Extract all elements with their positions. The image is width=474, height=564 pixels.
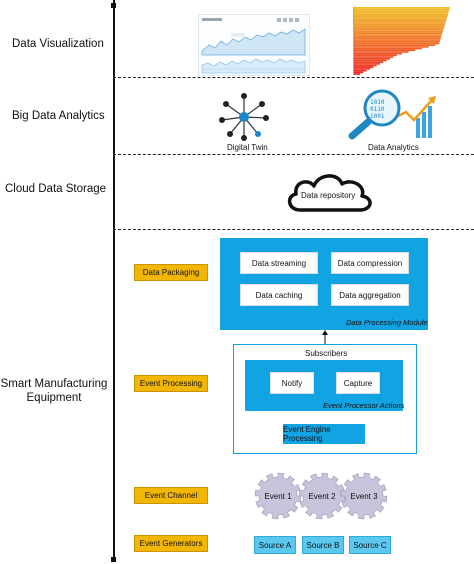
thumbnail-bar [354, 71, 364, 74]
thumbnail-bar [354, 34, 442, 36]
thumbnail-bar [354, 32, 443, 35]
thumbnail-bar [354, 42, 440, 45]
thumbnail-bar [354, 30, 443, 33]
tag-event-processing: Event Processing [134, 375, 208, 392]
data-repository-label: Data repository [301, 191, 356, 200]
digital-twin-icon [216, 92, 272, 142]
thumbnail-bar [354, 52, 402, 55]
tag-data-packaging: Data Packaging [134, 264, 208, 281]
axis-bottom-marker [111, 557, 116, 562]
event-gear-3 [340, 472, 388, 520]
data-aggregation-box: Data aggregation [331, 284, 409, 306]
event-gears: Event 1 Event 2 Event 3 [254, 472, 388, 520]
notify-box: Notify [270, 372, 314, 394]
thumbnail-bar [354, 49, 416, 52]
thumbnail-bar [354, 39, 441, 41]
data-caching-box: Data caching [240, 284, 318, 306]
source-c: Source C [349, 536, 391, 554]
thumbnail-bar [354, 29, 444, 31]
axis-top-marker [111, 3, 116, 8]
tag-event-generators: Event Generators [134, 535, 208, 552]
thumbnail-bar [354, 15, 448, 18]
thumbnail-bar [354, 17, 447, 19]
subscribers-label: Subscribers [305, 349, 348, 358]
layer-data-visualization: Data Visualization [12, 38, 104, 50]
thumbnail-bar [354, 20, 446, 23]
layer-smart-manufacturing-line2: Equipment [26, 392, 82, 404]
tag-event-channel: Event Channel [134, 487, 208, 504]
thumbnail-bar [354, 69, 367, 72]
event-processor-actions-title: Event Processor Actions [323, 401, 405, 410]
digital-twin-label: Digital Twin [227, 143, 268, 152]
thumbnail-bar [354, 37, 441, 40]
separator-2 [113, 154, 474, 155]
layer-smart-manufacturing-line1: Smart Manufacturing [0, 378, 108, 390]
thumbnail-bar [354, 7, 450, 9]
layer-smart-manufacturing: Smart Manufacturing Equipment [0, 377, 108, 405]
event-gear-1 [254, 472, 302, 520]
thumbnail-bar [354, 59, 387, 62]
thumbnail-bar [354, 66, 374, 69]
event-label-1: Event 1 [264, 492, 292, 501]
layer-big-data-analytics: Big Data Analytics [12, 110, 105, 122]
thumbnail-bar [354, 64, 377, 67]
thumbnail-bar [354, 13, 448, 16]
data-processing-module-title: Data Processing Module [346, 318, 428, 327]
thumbnail-bar [354, 27, 444, 29]
cloud-icon [282, 166, 376, 216]
thumbnail-bar [354, 47, 422, 50]
thumbnail-bar [354, 24, 445, 26]
separator-1 [113, 77, 474, 78]
thumbnail-bar [354, 35, 442, 38]
source-a: Source A [254, 536, 296, 554]
svg-text:0110: 0110 [370, 106, 385, 113]
svg-text:1001: 1001 [370, 113, 385, 120]
event-label-3: Event 3 [350, 492, 378, 501]
source-b: Source B [302, 536, 344, 554]
thumbnail-bar [354, 63, 380, 65]
event-gear-2 [298, 472, 346, 520]
dashboard-thumbnail [198, 14, 310, 76]
thumbnail-bar [354, 58, 390, 60]
thumbnail-bar [354, 68, 370, 70]
capture-box: Capture [336, 372, 380, 394]
thumbnail-bar [354, 8, 450, 11]
data-streaming-box: Data streaming [240, 252, 318, 274]
layer-cloud-data-storage: Cloud Data Storage [5, 183, 107, 195]
thumbnail-bar [354, 46, 429, 48]
thumbnail-bar [354, 41, 440, 43]
thumbnail-bar [354, 44, 436, 46]
svg-text:1010: 1010 [370, 99, 385, 106]
data-compression-box: Data compression [331, 252, 409, 274]
thumbnail-bar [354, 25, 445, 28]
thumbnail-bar [354, 10, 449, 12]
thumbnail-bar [354, 56, 394, 58]
thumbnail-bar [354, 54, 397, 57]
event-engine-processing: Event Engine Processing [283, 424, 365, 444]
thumbnail-bar [354, 18, 447, 21]
data-analytics-label: Data Analytics [368, 143, 419, 152]
vertical-axis [113, 0, 115, 560]
event-label-2: Event 2 [308, 492, 336, 501]
thumbnail-bar [354, 73, 360, 75]
thumbnail-bar [354, 22, 446, 24]
data-analytics-icon: 1010 0110 1001 [342, 88, 442, 140]
thumbnail-bar [354, 12, 449, 14]
bar-chart-thumbnail [350, 5, 460, 77]
separator-3 [113, 229, 474, 230]
thumbnail-bar [354, 61, 384, 63]
thumbnail-bar [354, 51, 409, 53]
